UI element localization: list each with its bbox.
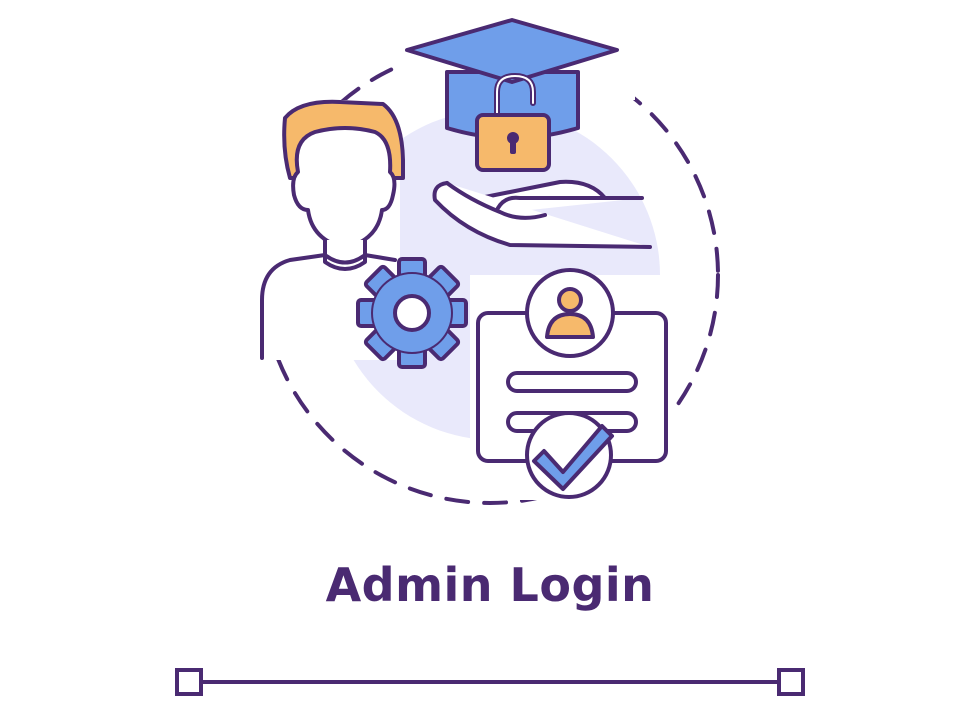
bottom-divider <box>175 668 805 696</box>
admin-person-icon <box>260 99 405 360</box>
checkmark-icon <box>525 411 614 499</box>
login-form-icon <box>476 311 668 463</box>
gear-icon <box>356 257 468 369</box>
page-title: Admin Login <box>325 558 655 612</box>
open-hand-icon <box>432 179 652 249</box>
username-field-graphic <box>506 371 638 393</box>
unlocked-padlock-icon <box>475 72 551 172</box>
user-avatar-icon <box>525 268 615 358</box>
